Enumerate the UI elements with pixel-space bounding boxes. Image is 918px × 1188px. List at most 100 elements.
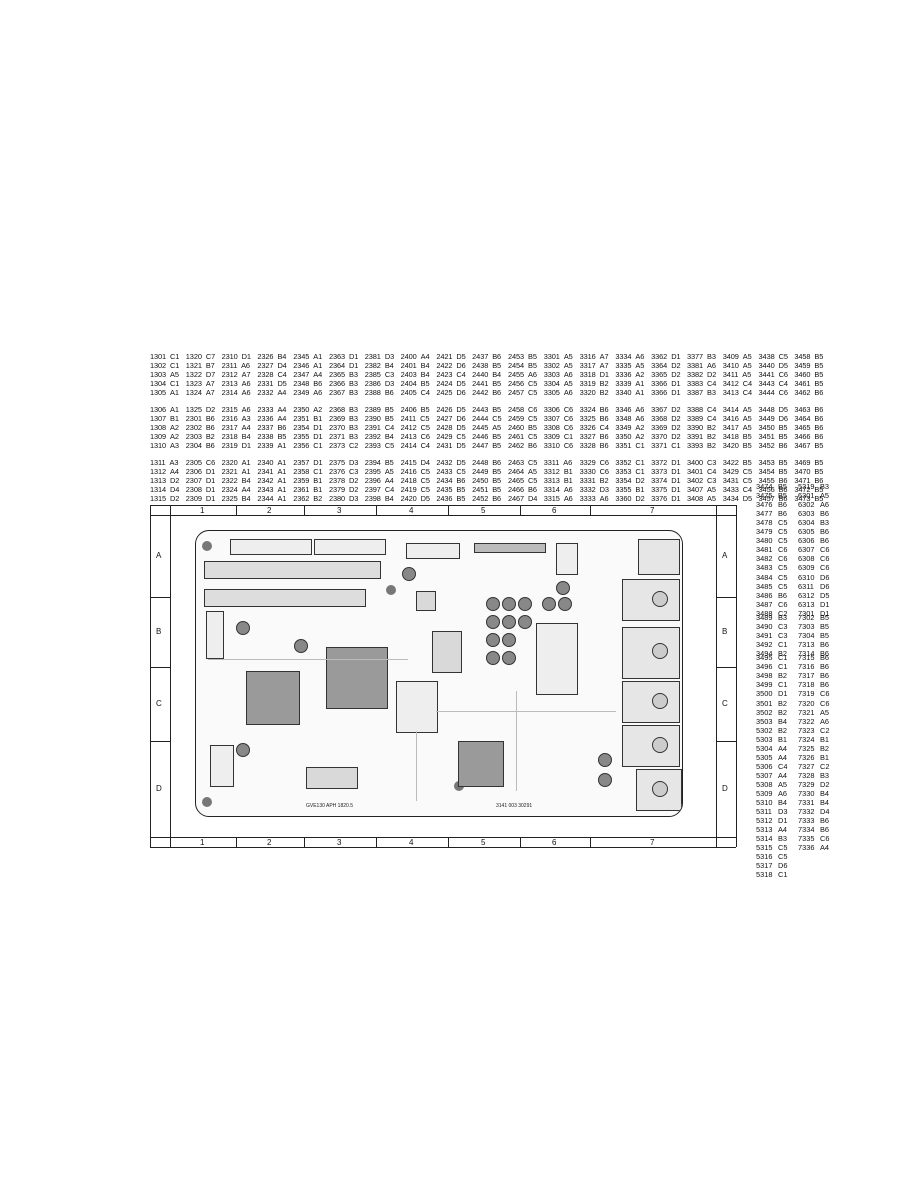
ref-grid-position: D4	[528, 494, 538, 503]
ref-grid-position: B5	[528, 361, 537, 370]
ref-part-number: 2459	[507, 414, 525, 423]
ref-part-number: 2354	[293, 423, 310, 432]
capacitor	[236, 621, 250, 635]
grid-line	[304, 505, 305, 515]
ref-part-number: 2431	[436, 441, 453, 450]
ref-part-number: 2388	[364, 388, 381, 397]
ref-grid-position: B2	[778, 699, 788, 708]
ref-grid-position: B5	[820, 631, 830, 640]
ref-grid-position: A5	[563, 361, 573, 370]
ref-part-number: 2425	[436, 388, 453, 397]
ref-grid-position: B5	[528, 352, 537, 361]
ref-grid-position: C1	[671, 441, 681, 450]
ref-part-number: 5310	[756, 798, 773, 807]
jack-socket	[652, 737, 668, 753]
ref-grid-position: D2	[671, 414, 681, 423]
ref-grid-position: B5	[492, 432, 502, 441]
ref-grid-position: C6	[563, 441, 574, 450]
ref-part-number: 2357	[293, 458, 310, 467]
ref-part-number: 2376	[328, 467, 346, 476]
ref-grid-position: A4	[277, 388, 287, 397]
ref-part-number: 1310	[150, 441, 167, 450]
ref-grid-position: B5	[420, 405, 430, 414]
ref-part-number: 2449	[472, 467, 489, 476]
ref-grid-position: C5	[420, 476, 430, 485]
ref-part-number: 3481	[756, 545, 773, 554]
ref-grid-position: D1	[241, 352, 251, 361]
ref-part-number: 2396	[364, 476, 381, 485]
ref-part-number: 2305	[185, 458, 202, 467]
ref-grid-position: B4	[384, 432, 394, 441]
ref-grid-position: D1	[599, 370, 609, 379]
ref-grid-position: D6	[778, 861, 788, 870]
ref-part-number: 3381	[686, 361, 703, 370]
ref-grid-position: C5	[778, 573, 788, 582]
ref-grid-position: B5	[742, 432, 752, 441]
ref-part-number: 7326	[798, 753, 815, 762]
ref-part-number: 2447	[472, 441, 489, 450]
ref-grid-position: B5	[492, 405, 502, 414]
ref-grid-position: A1	[277, 476, 287, 485]
grid-column-label: 5	[481, 506, 486, 515]
ref-grid-position: C1	[778, 653, 788, 662]
resistor-array	[206, 611, 224, 659]
ref-grid-position: B6	[599, 405, 609, 414]
ref-part-number: 1301	[150, 352, 167, 361]
ref-grid-position: D2	[349, 485, 359, 494]
ref-grid-position: B5	[492, 467, 502, 476]
ref-grid-position: B6	[778, 494, 788, 503]
ref-grid-position: C5	[528, 432, 538, 441]
ref-grid-position: B6	[492, 494, 502, 503]
ref-part-number: 3353	[615, 467, 632, 476]
ref-part-number: 3370	[651, 432, 668, 441]
ref-part-number: 7323	[798, 726, 815, 735]
ref-part-number: 2419	[400, 485, 417, 494]
ref-part-number: 2364	[328, 361, 346, 370]
ref-grid-position: A1	[313, 352, 323, 361]
ref-part-number: 2349	[293, 388, 310, 397]
ref-part-number: 3480	[756, 536, 773, 545]
ref-part-number: 3448	[758, 405, 775, 414]
ref-grid-position: A6	[635, 352, 645, 361]
ref-grid-position: A1	[313, 361, 323, 370]
ref-part-number: 3431	[722, 476, 739, 485]
grid-line	[716, 837, 717, 847]
grid-column-label: 7	[650, 506, 655, 515]
